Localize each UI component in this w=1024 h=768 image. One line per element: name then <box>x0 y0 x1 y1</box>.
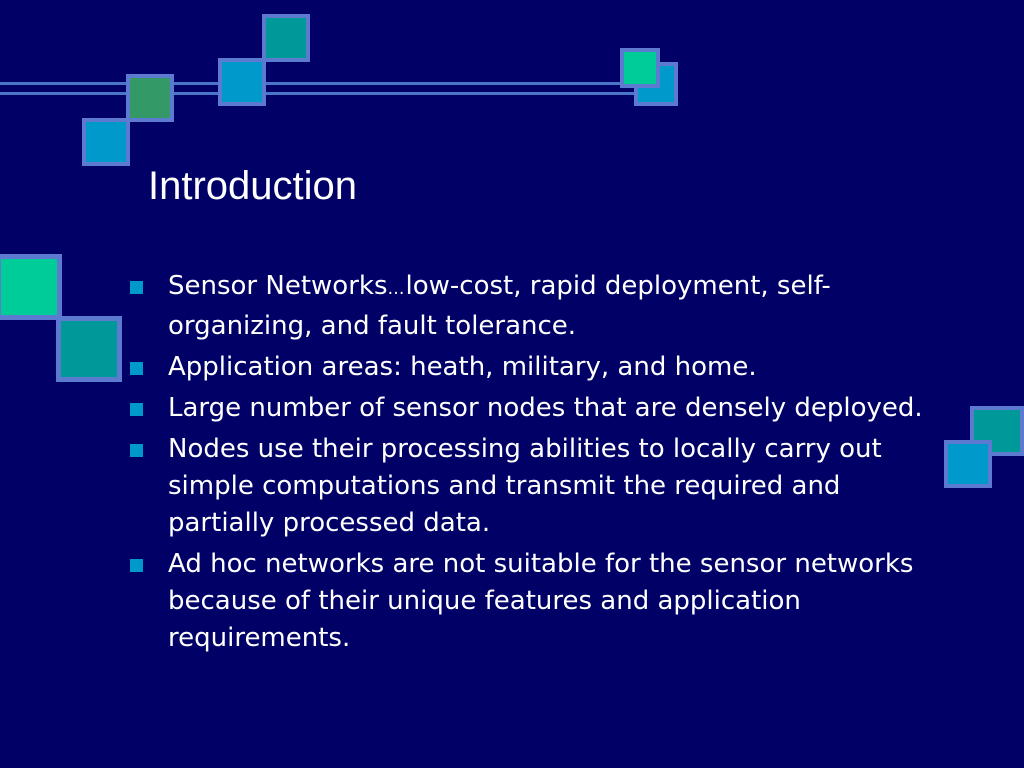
decor-square-cyan-edge <box>944 440 992 488</box>
bullet-list: Sensor Networks…low-cost, rapid deployme… <box>128 268 948 661</box>
decor-square-green <box>126 74 174 122</box>
bullet-item: Sensor Networks…low-cost, rapid deployme… <box>128 268 948 345</box>
bullet-marker-icon <box>130 281 143 294</box>
bullet-text: Nodes use their processing abilities to … <box>168 434 882 538</box>
bullet-text: Application areas: heath, military, and … <box>168 352 757 382</box>
decor-square-cyan-left <box>82 118 130 166</box>
bullet-text: Sensor Networks <box>168 271 388 301</box>
bullet-item: Large number of sensor nodes that are de… <box>128 390 948 427</box>
decor-square-teal-large <box>56 316 122 382</box>
decor-square-mint-large <box>0 254 62 320</box>
bullet-marker-icon <box>130 362 143 375</box>
bullet-item: Ad hoc networks are not suitable for the… <box>128 546 948 657</box>
decor-square-mint-right <box>620 48 660 88</box>
bullet-ellipsis: … <box>387 279 406 299</box>
bullet-marker-icon <box>130 403 143 416</box>
bullet-text: Large number of sensor nodes that are de… <box>168 393 923 423</box>
bullet-text-rest: low-cost, rapid deployment, self-organiz… <box>168 271 831 341</box>
decor-square-teal-top <box>262 14 310 62</box>
decor-line-top <box>0 82 650 85</box>
bullet-marker-icon <box>130 559 143 572</box>
bullet-item: Nodes use their processing abilities to … <box>128 431 948 542</box>
bullet-marker-icon <box>130 444 143 457</box>
decor-square-cyan-top <box>218 58 266 106</box>
slide-title: Introduction <box>148 164 358 208</box>
decor-line-bottom <box>0 92 650 95</box>
bullet-text: Ad hoc networks are not suitable for the… <box>168 549 914 653</box>
bullet-item: Application areas: heath, military, and … <box>128 349 948 386</box>
